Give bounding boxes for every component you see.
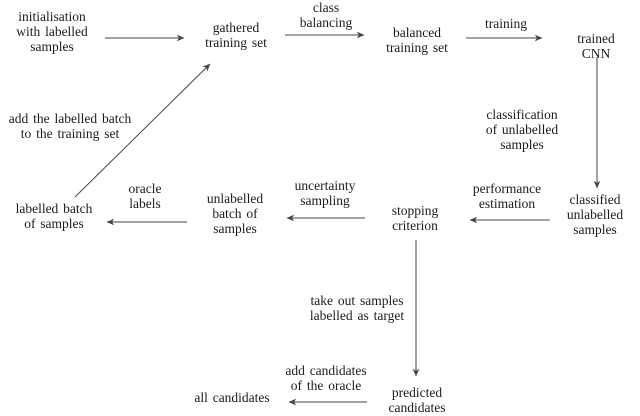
node-all-candidates: all candidates [194,390,270,405]
node-trained-cnn: trained CNN [577,31,615,61]
edge-label-take-out-samples: take out samples labelled as target [309,293,405,323]
edge-label-add-labelled-batch: add the labelled batch to the training s… [8,111,132,141]
node-gathered-training-set: gathered training set [205,20,267,50]
node-initialisation: initialisation with labelled samples [16,9,88,54]
node-stopping-criterion: stopping criterion [391,203,439,233]
node-balanced-training-set: balanced training set [386,25,448,55]
node-unlabelled-batch: unlabelled batch of samples [206,191,264,236]
node-predicted-candidates: predicted candidates [388,385,446,415]
edge-label-add-candidates: add candidates of the oracle [285,363,367,393]
node-labelled-batch: labelled batch of samples [15,201,93,231]
edge-label-performance-estimation: performance estimation [472,181,542,211]
arrow-labelled-batch-to-gathered [74,63,211,198]
edge-label-oracle-labels: oracle labels [128,181,162,211]
edge-label-classification: classification of unlabelled samples [485,107,559,152]
edge-label-class-balancing: class balancing [299,0,353,30]
edge-label-uncertainty-sampling: uncertainty sampling [294,178,356,208]
edge-label-training: training [485,16,527,31]
node-classified-unlabelled-samples: classified unlabelled samples [566,192,624,237]
